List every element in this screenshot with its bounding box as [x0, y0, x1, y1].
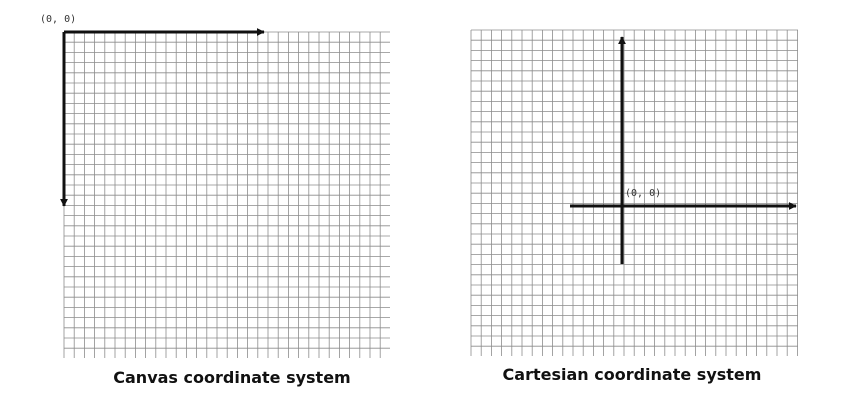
- canvas-origin-label: (0, 0): [40, 14, 76, 25]
- canvas-diagram: (0, 0) Canvas coordinate system: [40, 14, 390, 387]
- cartesian-diagram: (0, 0) Cartesian coordinate system: [470, 29, 798, 384]
- cartesian-grid: [470, 29, 798, 356]
- canvas-grid: [63, 31, 390, 358]
- cartesian-origin-label: (0, 0): [625, 188, 661, 199]
- cartesian-caption: Cartesian coordinate system: [503, 365, 762, 384]
- canvas-caption: Canvas coordinate system: [113, 368, 350, 387]
